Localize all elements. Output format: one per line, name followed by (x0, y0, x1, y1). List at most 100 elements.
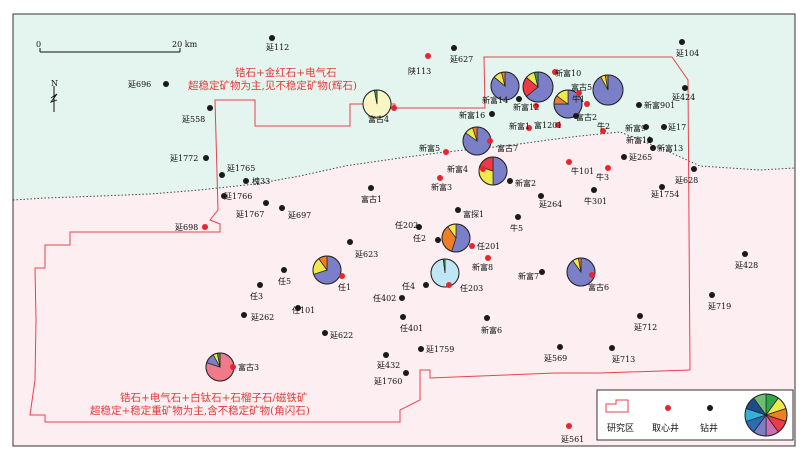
mineral-pie-p8 (441, 223, 471, 253)
core-well-marker[interactable] (555, 122, 561, 128)
well-label: 延1754 (651, 189, 679, 199)
core-well-marker[interactable] (485, 255, 491, 261)
core-well-marker[interactable] (605, 165, 611, 171)
well-label: 延264 (539, 199, 562, 209)
core-well-marker[interactable] (566, 423, 572, 429)
well-label: 任203 (460, 283, 483, 293)
drill-well-marker[interactable] (279, 205, 285, 211)
drill-well-marker[interactable] (400, 314, 406, 320)
well-label: 延719 (708, 301, 731, 311)
mineral-pie-p3-outline (592, 74, 624, 106)
drill-well-marker[interactable] (383, 352, 389, 358)
drill-well-marker[interactable] (322, 330, 328, 336)
study-area-boundary (29, 56, 691, 423)
drill-well-marker[interactable] (403, 370, 409, 376)
drill-well-marker[interactable] (221, 193, 227, 199)
core-well-marker[interactable] (589, 272, 595, 278)
core-well-marker[interactable] (576, 90, 582, 96)
drill-well-marker[interactable] (219, 172, 225, 178)
drill-well-marker[interactable] (416, 224, 422, 230)
drill-well-marker[interactable] (207, 105, 213, 111)
drill-well-marker[interactable] (679, 39, 685, 45)
drill-well-marker[interactable] (295, 305, 301, 311)
core-well-marker[interactable] (425, 53, 431, 59)
drill-well-marker[interactable] (709, 292, 715, 298)
drill-well-marker[interactable] (203, 155, 209, 161)
drill-well-marker[interactable] (609, 345, 615, 351)
mineral-pie-p5-outline (362, 89, 392, 119)
drill-well-marker[interactable] (455, 207, 461, 213)
core-well-marker[interactable] (446, 282, 452, 288)
drill-well-marker[interactable] (691, 166, 697, 172)
well-label: 富古2 (576, 112, 597, 122)
core-well-marker[interactable] (469, 243, 475, 249)
drill-well-marker[interactable] (435, 237, 441, 243)
drill-well-marker[interactable] (515, 214, 521, 220)
drill-well-marker[interactable] (682, 85, 688, 91)
well-label: 任2 (413, 233, 426, 243)
drill-well-marker[interactable] (269, 35, 275, 41)
drill-well-marker[interactable] (661, 124, 667, 130)
drill-well-marker[interactable] (241, 312, 247, 318)
well-label: 延1766 (224, 191, 252, 201)
legend-mineral-pie (744, 393, 788, 437)
mineral-pie-p1-outline (490, 71, 520, 101)
drill-well-marker[interactable] (423, 282, 429, 288)
drill-well-marker[interactable] (621, 154, 627, 160)
well-label: 牛301 (584, 196, 607, 206)
core-well-marker[interactable] (487, 138, 493, 144)
north-arrow: N (49, 79, 58, 112)
well-label: 任401 (400, 323, 423, 333)
drill-well-marker[interactable] (573, 113, 579, 119)
well-label: 延712 (634, 322, 657, 332)
drill-well-marker[interactable] (418, 346, 424, 352)
well-label: 富探1 (463, 209, 484, 219)
core-well-marker[interactable] (230, 364, 236, 370)
drill-well-marker[interactable] (742, 251, 748, 257)
drill-well-marker[interactable] (368, 185, 374, 191)
well-label: 任5 (278, 276, 291, 286)
drill-well-marker[interactable] (516, 96, 522, 102)
scale-bar: 0 20 km (36, 40, 198, 53)
well-label: 新富7 (518, 271, 539, 281)
drill-well-marker[interactable] (557, 344, 563, 350)
drill-well-marker[interactable] (643, 124, 649, 130)
core-well-marker[interactable] (600, 128, 606, 134)
core-well-marker[interactable] (584, 101, 590, 107)
drill-well-marker[interactable] (451, 45, 457, 51)
core-well-marker[interactable] (437, 175, 443, 181)
drill-well-marker[interactable] (539, 269, 545, 275)
drill-well-marker[interactable] (243, 178, 249, 184)
drill-well-marker[interactable] (163, 81, 169, 87)
drill-well-marker[interactable] (647, 137, 653, 143)
core-well-marker[interactable] (391, 105, 397, 111)
drill-well-marker[interactable] (659, 184, 665, 190)
drill-well-marker[interactable] (489, 111, 495, 117)
core-well-marker[interactable] (202, 224, 208, 230)
core-well-marker[interactable] (526, 125, 532, 131)
well-label: 富古3 (238, 362, 259, 372)
drill-well-marker[interactable] (650, 145, 656, 151)
well-label: 延424 (672, 92, 695, 102)
well-label: 延1759 (426, 344, 454, 354)
core-well-marker[interactable] (552, 69, 558, 75)
drill-well-marker[interactable] (347, 239, 353, 245)
legend-drill-label: 钻井 (700, 422, 718, 434)
drill-well-marker[interactable] (507, 178, 513, 184)
core-well-marker[interactable] (566, 159, 572, 165)
drill-well-marker[interactable] (484, 315, 490, 321)
drill-well-marker[interactable] (636, 102, 642, 108)
drill-well-marker[interactable] (538, 193, 544, 199)
mineral-pie-p10-outline (430, 258, 460, 288)
core-well-marker[interactable] (339, 273, 345, 279)
drill-well-marker[interactable] (399, 295, 405, 301)
drill-well-marker[interactable] (263, 200, 269, 206)
core-well-marker[interactable] (480, 166, 486, 172)
core-well-marker[interactable] (443, 149, 449, 155)
mineral-pie-p4-outline (553, 89, 583, 119)
drill-well-marker[interactable] (591, 187, 597, 193)
drill-well-marker[interactable] (257, 282, 263, 288)
drill-well-marker[interactable] (637, 313, 643, 319)
core-well-marker[interactable] (533, 103, 539, 109)
drill-well-marker[interactable] (281, 267, 287, 273)
